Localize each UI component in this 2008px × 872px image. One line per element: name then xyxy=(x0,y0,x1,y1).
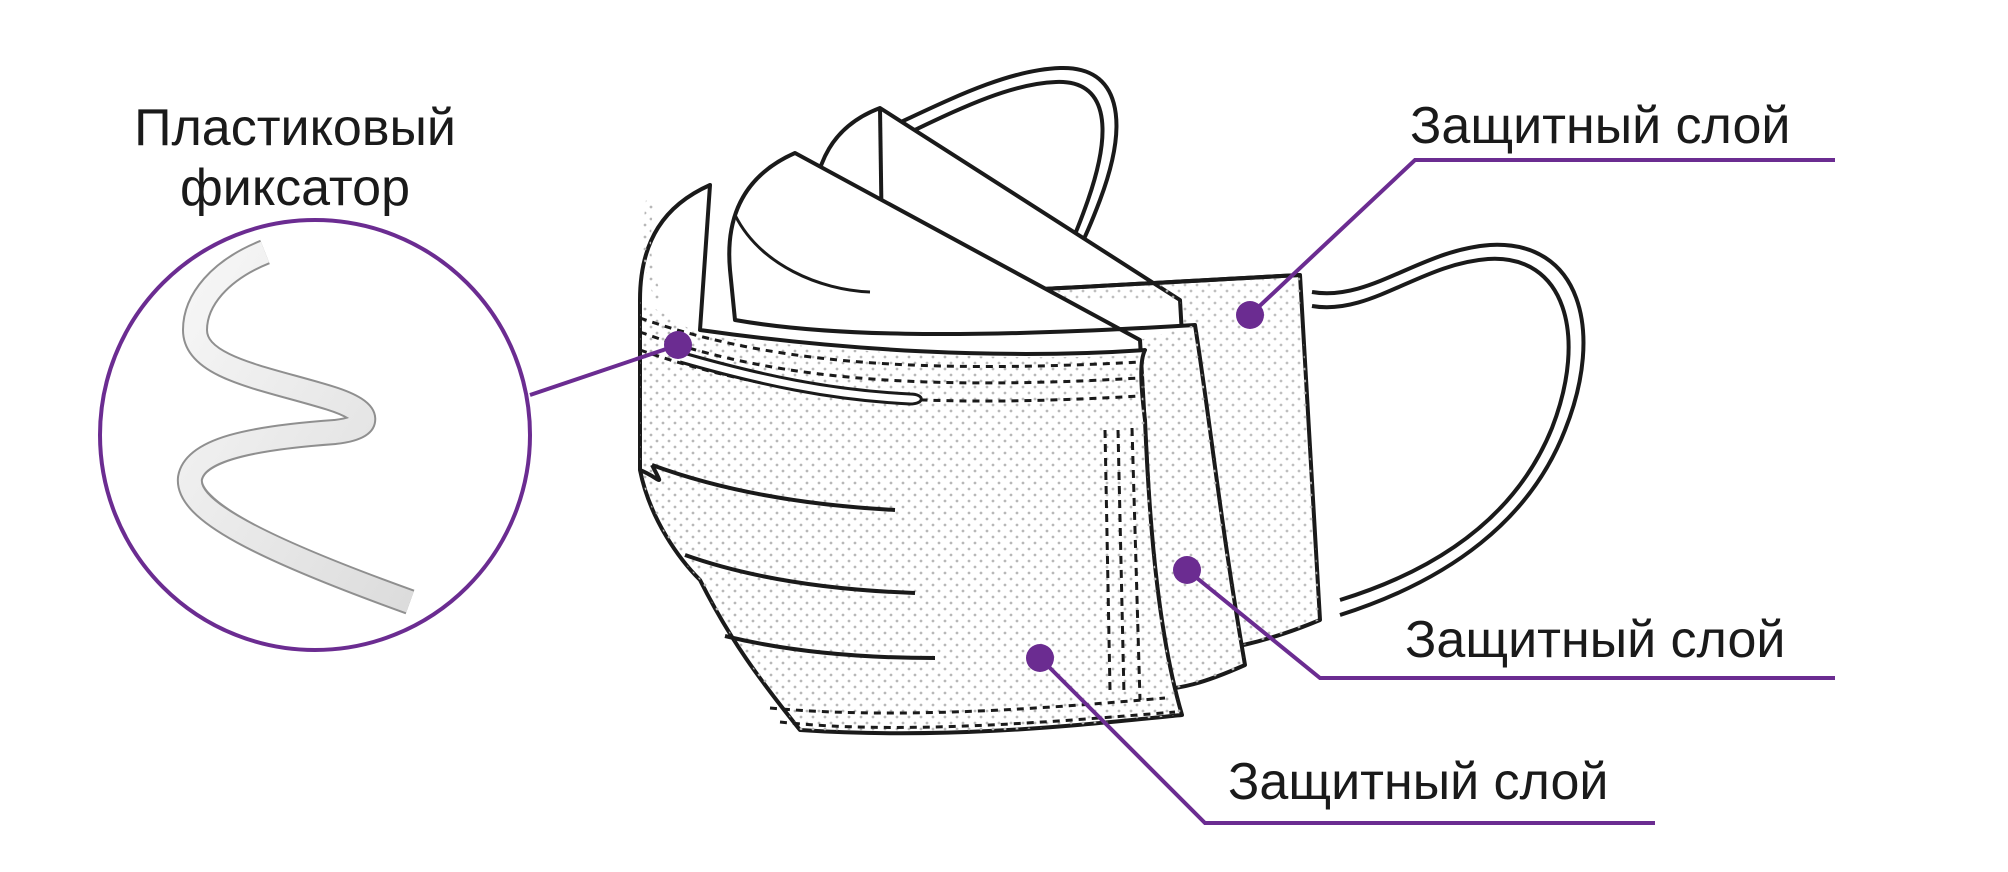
label-plastic-fixator-line1: Пластиковый xyxy=(134,99,456,157)
label-plastic-fixator-line2: фиксатор xyxy=(179,159,410,217)
ear-loop-front xyxy=(1311,242,1586,617)
mask-layer-middle xyxy=(727,151,1247,692)
mask-layer-front xyxy=(638,183,1184,736)
callout-layer-bottom xyxy=(1026,644,1655,825)
callout-layer-middle xyxy=(1173,556,1835,680)
plastic-strip-icon xyxy=(176,239,415,615)
label-protective-layer-middle: Защитный слой xyxy=(1405,611,1786,669)
callout-fixator xyxy=(529,331,692,397)
label-protective-layer-top: Защитный слой xyxy=(1410,97,1791,155)
label-protective-layer-bottom: Защитный слой xyxy=(1228,753,1609,811)
zoom-circle xyxy=(98,218,532,652)
label-plastic-fixator: Пластиковый фиксатор xyxy=(115,98,475,218)
callout-layer-top xyxy=(1236,158,1835,329)
